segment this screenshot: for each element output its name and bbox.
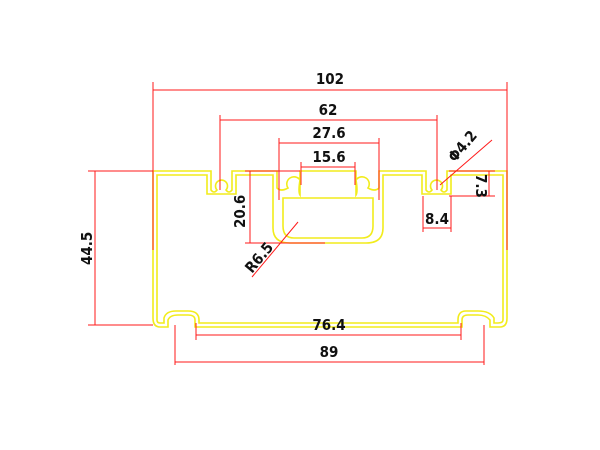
dim-slot-offset: 8.4 — [425, 210, 449, 228]
dim-channel-opening: 15.6 — [312, 148, 345, 166]
dim-channel-radius: R6.5 — [241, 239, 277, 277]
dim-slot-depth: 7.3 — [472, 174, 490, 198]
dimension-lines — [88, 82, 508, 365]
aluminum-profile-outline — [152, 170, 508, 328]
dim-feet-inner-spacing: 76.4 — [312, 316, 345, 334]
dim-hole-diameter: Φ4.2 — [444, 127, 481, 166]
dim-slot-spacing: 62 — [319, 101, 338, 119]
dim-channel-depth: 20.6 — [231, 195, 249, 228]
dim-feet-outer-spacing: 89 — [320, 343, 339, 361]
dim-overall-height: 44.5 — [78, 232, 96, 265]
dim-overall-width: 102 — [316, 70, 344, 88]
dim-channel-outer-width: 27.6 — [312, 124, 345, 142]
